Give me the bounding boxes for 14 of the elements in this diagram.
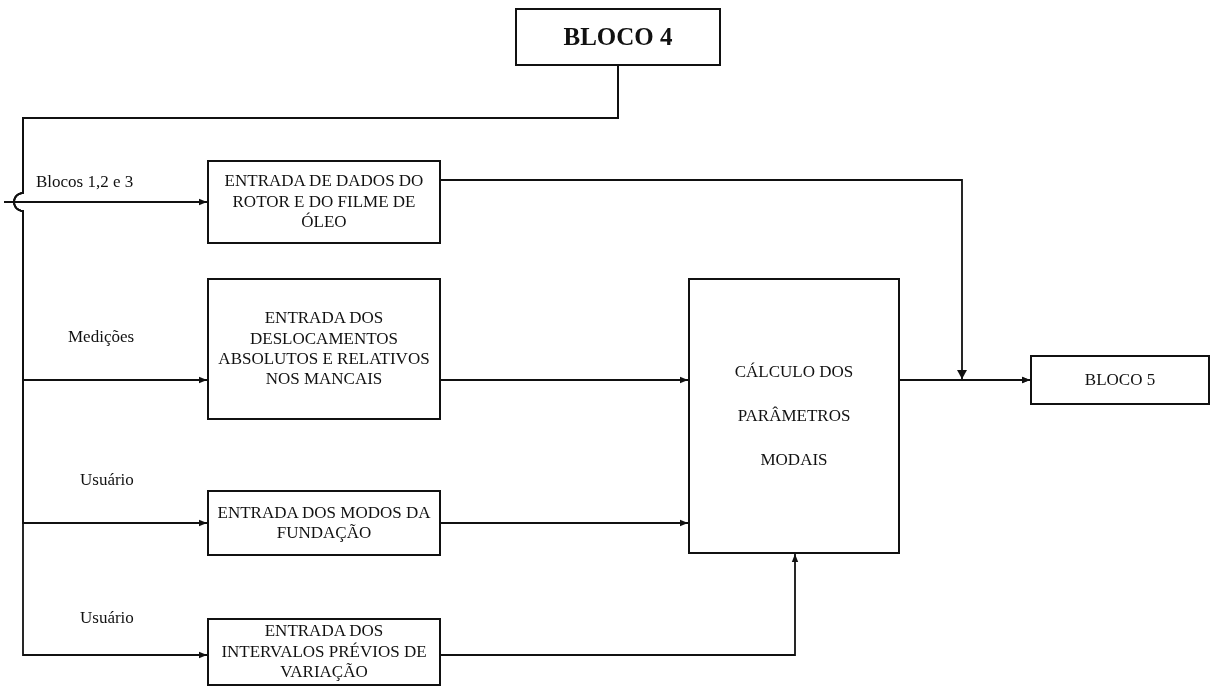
process-box: CÁLCULO DOS PARÂMETROS MODAIS bbox=[688, 278, 900, 554]
process-box: ENTRADA DOS INTERVALOS PRÉVIOS DE VARIAÇÃO bbox=[207, 618, 441, 686]
process-box: ENTRADA DOS MODOS DA FUNDAÇÃO bbox=[207, 490, 441, 556]
edge-label: Blocos 1,2 e 3 bbox=[34, 172, 136, 192]
process-box: ENTRADA DE DADOS DO ROTOR E DO FILME DE ÓLEO bbox=[207, 160, 441, 244]
process-box: BLOCO 4 bbox=[515, 8, 721, 66]
arrow bbox=[899, 376, 1031, 384]
arrow bbox=[3, 198, 208, 206]
arrow bbox=[440, 553, 799, 656]
process-box: BLOCO 5 bbox=[1030, 355, 1210, 405]
process-box: ENTRADA DOS DESLOCAMENTOS ABSOLUTOS E RELATIVOS NOS MANCAIS bbox=[207, 278, 441, 420]
arrow bbox=[440, 519, 689, 527]
edge-label: Medições bbox=[66, 327, 137, 347]
arrow bbox=[440, 376, 689, 384]
